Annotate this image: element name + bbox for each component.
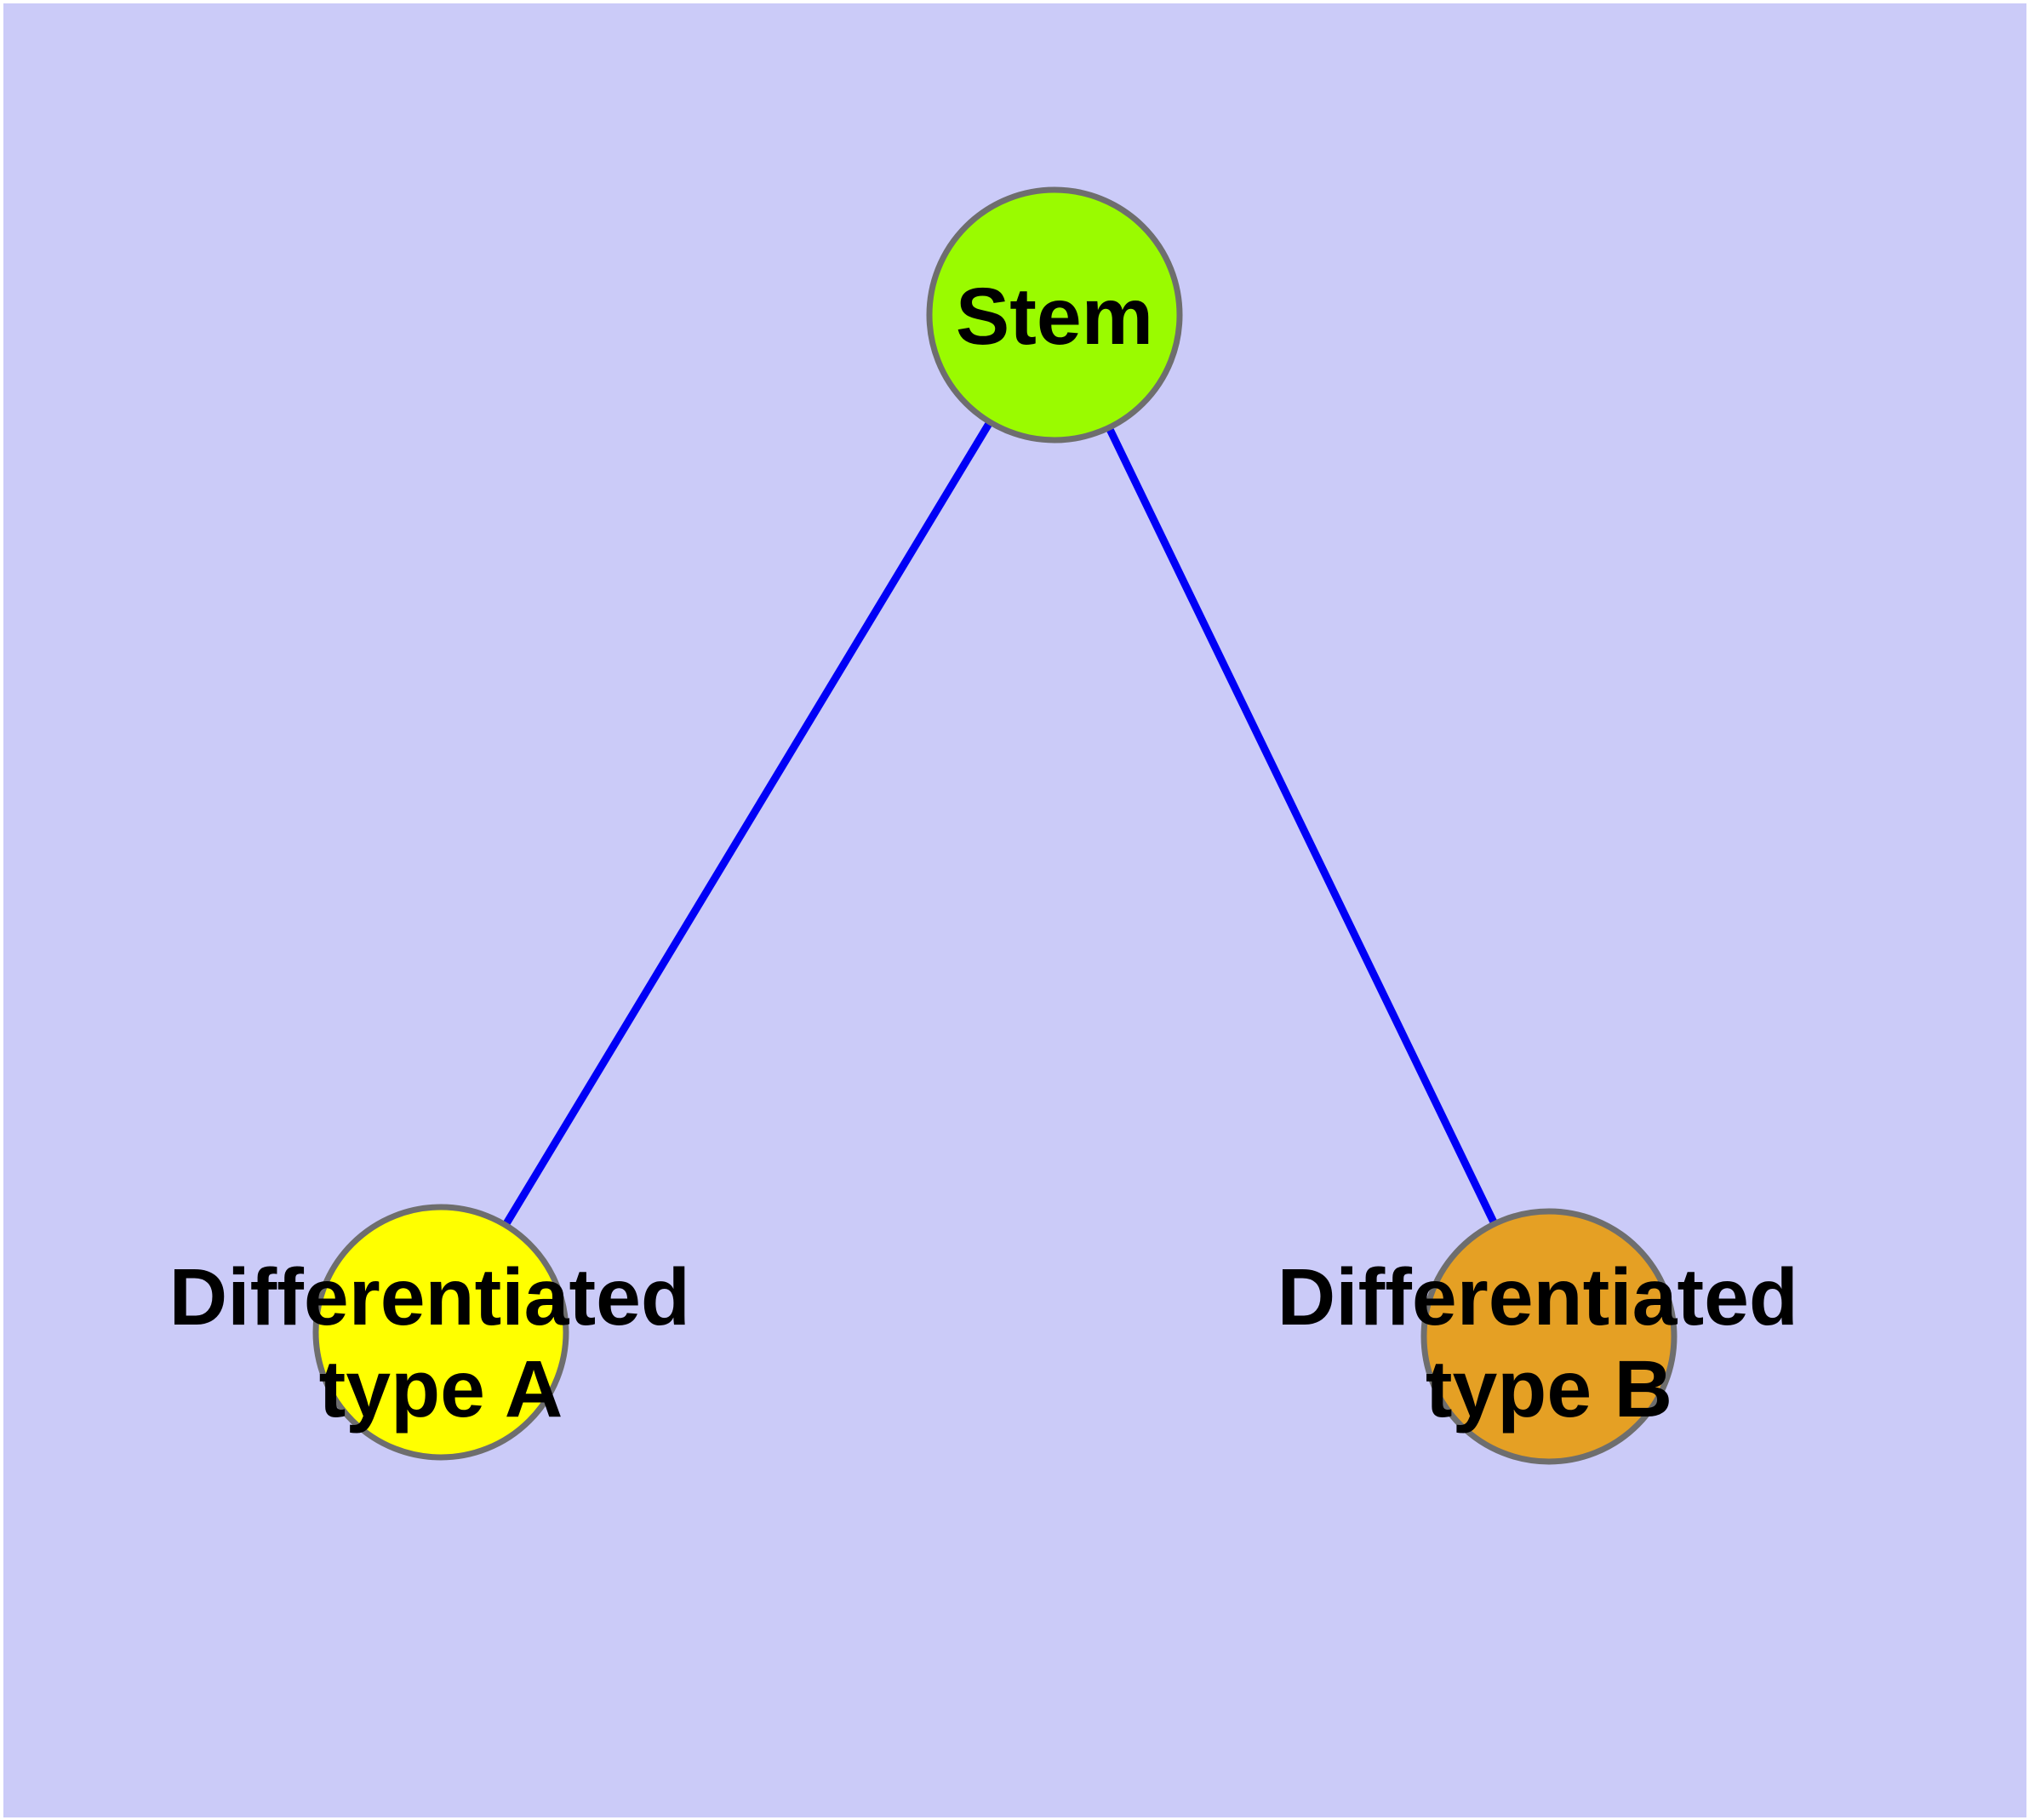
node-stem-label: Stem <box>956 272 1153 362</box>
edge-stem-to-type-a <box>437 312 1058 1335</box>
node-type-b-label-line2: type B <box>1426 1344 1672 1434</box>
node-type-a-label-line1: Differentiated <box>169 1252 690 1342</box>
edge-stem-to-type-b <box>1050 313 1553 1338</box>
node-stem <box>926 186 1183 444</box>
node-type-a-label-line2: type A <box>319 1344 563 1434</box>
node-differentiated-type-a <box>312 1204 569 1461</box>
node-type-b-label: Differentiated type B <box>1277 1252 1821 1434</box>
node-type-a-label: Differentiated type A <box>169 1252 713 1434</box>
node-type-b-label-line1: Differentiated <box>1277 1252 1798 1342</box>
node-differentiated-type-b <box>1420 1208 1677 1465</box>
